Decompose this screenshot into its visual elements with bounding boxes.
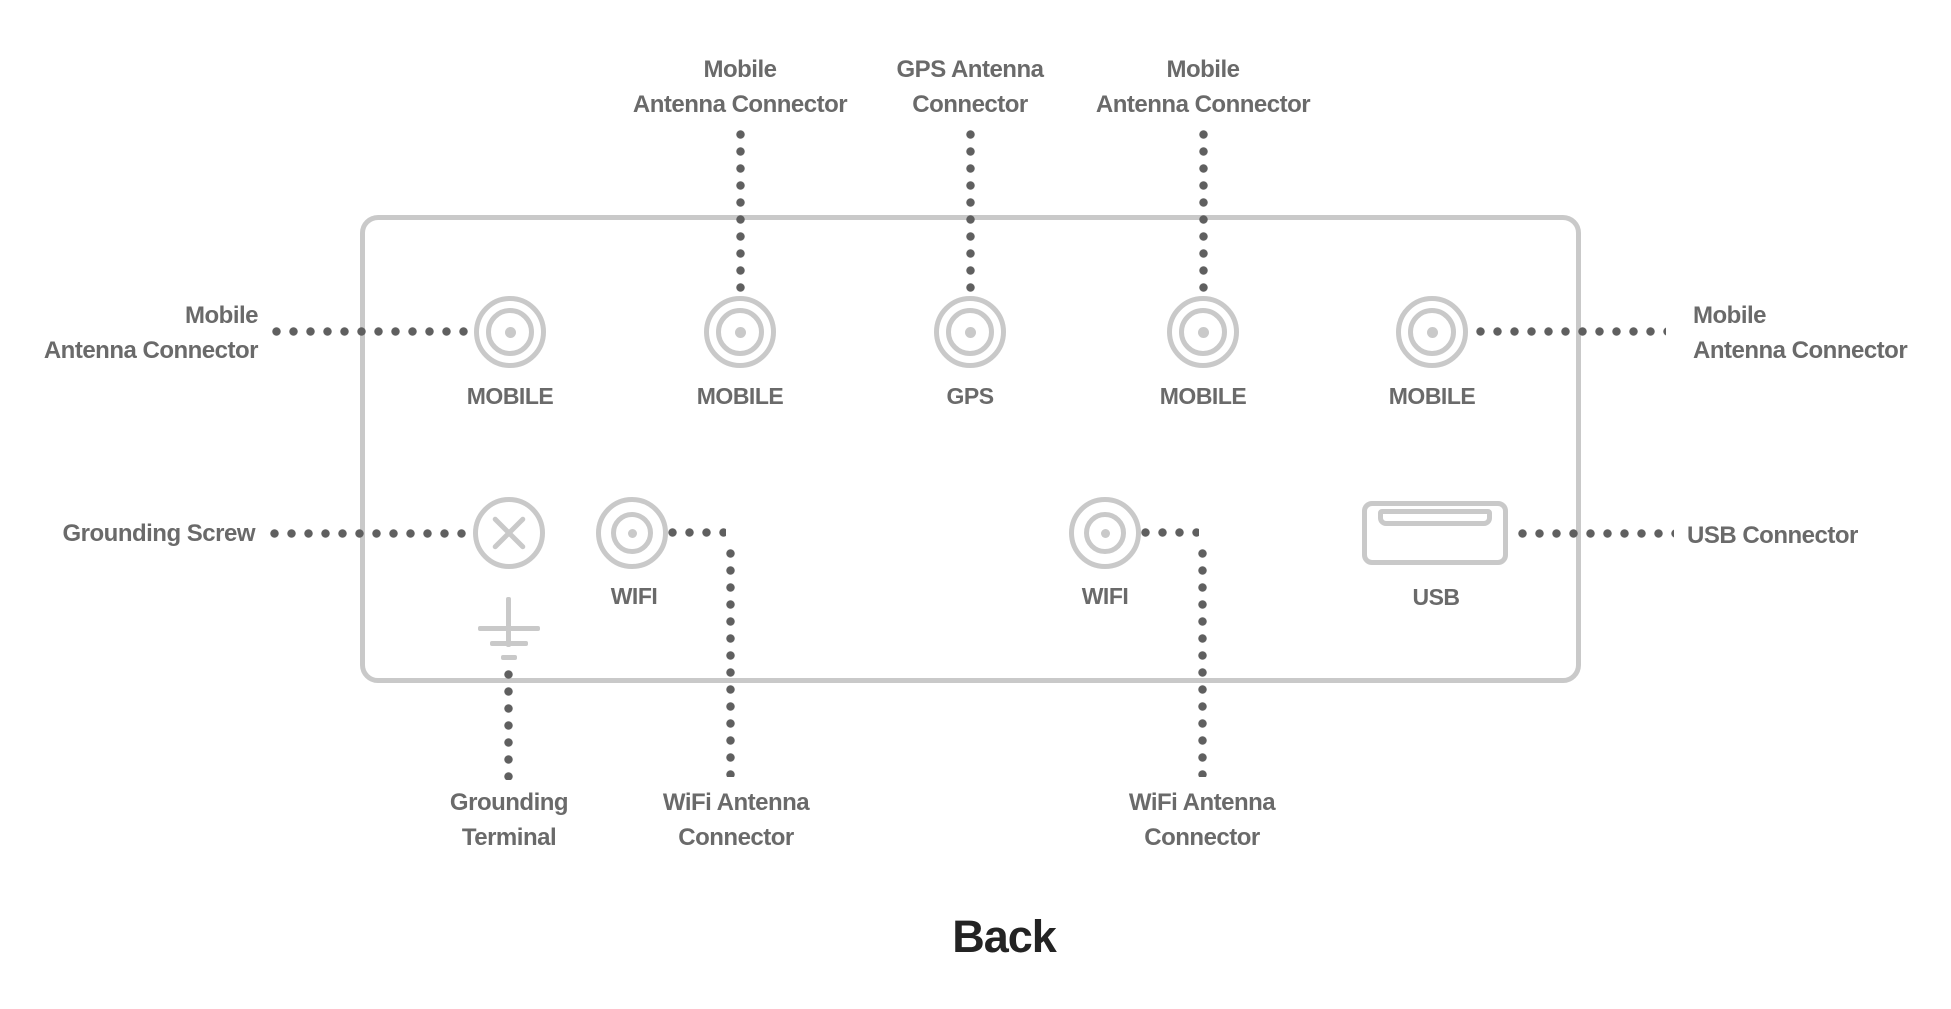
ground-symbol-stem xyxy=(506,597,511,647)
callout-top-mobile-left: Mobile Antenna Connector xyxy=(632,52,848,122)
diagram-title: Back xyxy=(952,911,1057,962)
callout-gps: GPS Antenna Connector xyxy=(897,52,1044,122)
wifi-antenna-connector-2 xyxy=(1069,497,1141,569)
connector-pin xyxy=(1197,326,1209,338)
connector-pin xyxy=(504,326,516,338)
callout-line: USB Connector xyxy=(1687,522,1858,549)
leader-dots-wifi-right-v xyxy=(1198,545,1207,777)
leader-dots-wifi-right-h xyxy=(1137,528,1199,537)
connector-pin xyxy=(1100,528,1110,538)
port-label-gps: GPS xyxy=(946,383,994,409)
callout-line: Antenna Connector xyxy=(1095,91,1311,118)
callout-line: Mobile xyxy=(703,56,777,83)
port-label-wifi-1: WIFI xyxy=(610,583,658,609)
mobile-antenna-connector-2 xyxy=(704,296,776,368)
callout-line: Mobile xyxy=(1693,302,1767,329)
callout-line: Antenna Connector xyxy=(1693,337,1908,364)
leader-dots-gps xyxy=(966,126,975,294)
connector-pin xyxy=(734,326,746,338)
connector-ring xyxy=(716,308,764,356)
callout-grounding-terminal: Grounding Terminal xyxy=(449,785,569,855)
connector-ring xyxy=(1408,308,1456,356)
leader-dots-right-mobile xyxy=(1472,327,1666,336)
callout-line: WiFi Antenna xyxy=(662,789,810,816)
wifi-antenna-connector-1 xyxy=(596,497,668,569)
connector-ring xyxy=(1179,308,1227,356)
connector-pin xyxy=(1426,326,1438,338)
grounding-screw xyxy=(473,497,545,569)
callout-left-mobile: Mobile Antenna Connector xyxy=(43,298,259,368)
callout-line: Mobile xyxy=(185,302,259,329)
leader-dots-top-mobile-left xyxy=(736,126,745,294)
callout-grounding-screw: Grounding Screw xyxy=(62,516,255,551)
callout-line: Connector xyxy=(1144,824,1260,851)
ground-symbol-bar xyxy=(478,626,540,631)
port-label-wifi-2: WIFI xyxy=(1081,583,1129,609)
callout-line: Mobile xyxy=(1166,56,1240,83)
callout-line: Grounding Screw xyxy=(62,520,255,547)
mobile-antenna-connector-1 xyxy=(474,296,546,368)
leader-dots-wifi-left-h xyxy=(664,528,726,537)
callout-wifi-left: WiFi Antenna Connector xyxy=(662,785,810,855)
connector-pin xyxy=(627,528,637,538)
usb-port xyxy=(1362,501,1508,565)
usb-port-tab xyxy=(1378,509,1492,526)
callout-line: Antenna Connector xyxy=(632,91,848,118)
leader-dots-left-mobile xyxy=(268,327,472,336)
ground-symbol-bar xyxy=(490,641,528,646)
callout-line: Connector xyxy=(678,824,794,851)
callout-line: GPS Antenna xyxy=(896,56,1044,83)
callout-top-mobile-right: Mobile Antenna Connector xyxy=(1095,52,1311,122)
callout-usb-connector: USB Connector xyxy=(1687,518,1858,553)
connector-ring xyxy=(611,512,653,554)
ground-symbol-bar xyxy=(501,655,517,660)
connector-pin xyxy=(964,326,976,338)
leader-dots-top-mobile-right xyxy=(1199,126,1208,294)
callout-wifi-right: WiFi Antenna Connector xyxy=(1128,785,1276,855)
callout-right-mobile: Mobile Antenna Connector xyxy=(1693,298,1908,368)
connector-ring xyxy=(946,308,994,356)
leader-dots-usb xyxy=(1514,529,1674,538)
mobile-antenna-connector-3 xyxy=(1167,296,1239,368)
mobile-antenna-connector-4 xyxy=(1396,296,1468,368)
callout-line: Antenna Connector xyxy=(43,337,259,364)
leader-dots-grounding-screw xyxy=(266,529,470,538)
port-label-mobile-1: MOBILE xyxy=(466,383,554,409)
leader-dots-wifi-left-v xyxy=(726,545,735,777)
connector-ring xyxy=(1084,512,1126,554)
callout-line: Terminal xyxy=(461,824,557,851)
leader-dots-grounding-terminal xyxy=(504,666,513,780)
callout-line: Connector xyxy=(912,91,1028,118)
gps-antenna-connector xyxy=(934,296,1006,368)
port-label-mobile-3: MOBILE xyxy=(1159,383,1247,409)
callout-line: WiFi Antenna xyxy=(1128,789,1276,816)
connector-ring xyxy=(486,308,534,356)
port-label-mobile-4: MOBILE xyxy=(1388,383,1476,409)
port-label-mobile-2: MOBILE xyxy=(696,383,784,409)
callout-line: Grounding xyxy=(449,789,569,816)
port-label-usb: USB xyxy=(1412,584,1460,610)
